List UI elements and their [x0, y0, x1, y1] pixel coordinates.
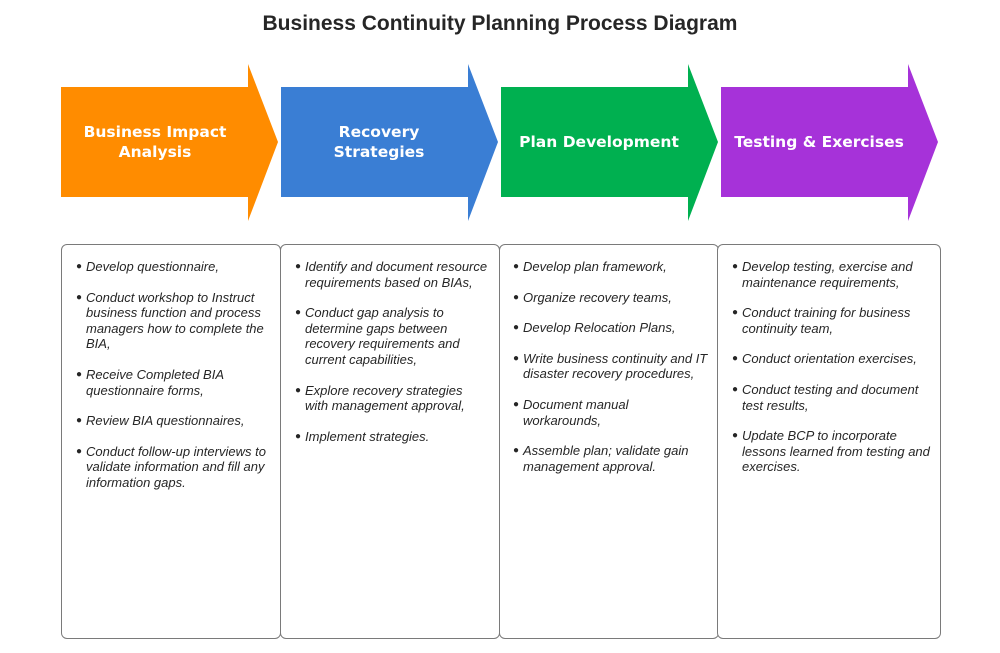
arrow-testing-exercises — [721, 64, 938, 221]
stage-label-business-impact-analysis: Business Impact Analysis — [83, 123, 227, 161]
bullet-icon: ● — [295, 430, 302, 442]
bullet-icon: ● — [76, 368, 83, 380]
bullet-icon: ● — [513, 291, 520, 303]
bullet-icon: ● — [76, 261, 83, 272]
list-item: ●Develop testing, exercise and maintenan… — [732, 259, 913, 290]
list-item: ●Conduct gap analysis to determine gaps … — [295, 305, 460, 367]
bullet-icon: ● — [732, 430, 739, 442]
stage-label-testing-exercises: Testing & Exercises — [734, 133, 904, 151]
arrow-recovery-strategies — [281, 64, 498, 221]
bullet-icon: ● — [732, 383, 739, 395]
bullet-icon: ● — [732, 261, 739, 272]
bullet-icon: ● — [513, 445, 520, 457]
bullet-icon: ● — [76, 445, 83, 457]
list-item: ●Document manual workarounds, — [513, 396, 629, 428]
list-item: ●Develop plan framework, — [513, 259, 667, 274]
arrow-business-impact-analysis — [61, 64, 278, 221]
bullet-icon: ● — [513, 261, 520, 272]
list-item: ●Organize recovery teams, — [513, 289, 672, 305]
list-item: ●Develop questionnaire, — [76, 259, 219, 274]
list-item: ●Explore recovery strategies with manage… — [295, 382, 465, 414]
list-item: ●Assemble plan; validate gain management… — [513, 443, 689, 474]
list-item: ●Receive Completed BIA questionnaire for… — [76, 366, 224, 398]
panel-recovery-strategies: ●Identify and document resource requirem… — [280, 244, 500, 639]
list-item: ●Implement strategies. — [295, 428, 430, 444]
list-item: ●Conduct testing and document test resul… — [732, 381, 919, 413]
bullet-icon: ● — [295, 261, 302, 272]
panel-business-impact-analysis: ●Develop questionnaire, ●Conduct worksho… — [61, 244, 281, 639]
list-item: ●Conduct orientation exercises, — [732, 351, 917, 367]
stage-label-recovery-strategies: Recovery Strategies — [333, 123, 425, 161]
list-item: ●Write business continuity and IT disast… — [513, 350, 708, 382]
list-item: ●Identify and document resource requirem… — [295, 259, 488, 290]
bullet-icon: ● — [295, 307, 302, 319]
list-item: ●Develop Relocation Plans, — [513, 320, 676, 336]
task-list: ●Develop questionnaire, ●Conduct worksho… — [76, 259, 276, 491]
arrow-plan-development — [501, 64, 718, 221]
bullet-icon: ● — [76, 415, 83, 427]
panel-plan-development: ●Develop plan framework, ●Organize recov… — [499, 244, 719, 639]
list-item: ●Conduct follow-up interviews to validat… — [76, 443, 266, 490]
panel-testing-exercises: ●Develop testing, exercise and maintenan… — [717, 244, 941, 639]
list-item: ●Update BCP to incorporate lessons learn… — [732, 428, 930, 475]
task-list: ●Develop testing, exercise and maintenan… — [732, 259, 932, 475]
bullet-icon: ● — [732, 307, 739, 319]
bullet-icon: ● — [76, 291, 83, 303]
task-list: ●Identify and document resource requirem… — [295, 259, 489, 444]
list-item: ●Review BIA questionnaires, — [76, 413, 245, 429]
bullet-icon: ● — [732, 353, 739, 365]
list-item: ●Conduct training for business continuit… — [732, 305, 911, 336]
bullet-icon: ● — [513, 398, 520, 410]
bullet-icon: ● — [295, 384, 302, 396]
list-item: ●Conduct workshop to Instruct business f… — [76, 289, 264, 352]
diagram-title: Business Continuity Planning Process Dia… — [262, 12, 738, 35]
stage-label-plan-development: Plan Development — [519, 133, 679, 151]
bullet-icon: ● — [513, 352, 520, 364]
bullet-icon: ● — [513, 322, 520, 334]
task-list: ●Develop plan framework, ●Organize recov… — [513, 259, 708, 474]
